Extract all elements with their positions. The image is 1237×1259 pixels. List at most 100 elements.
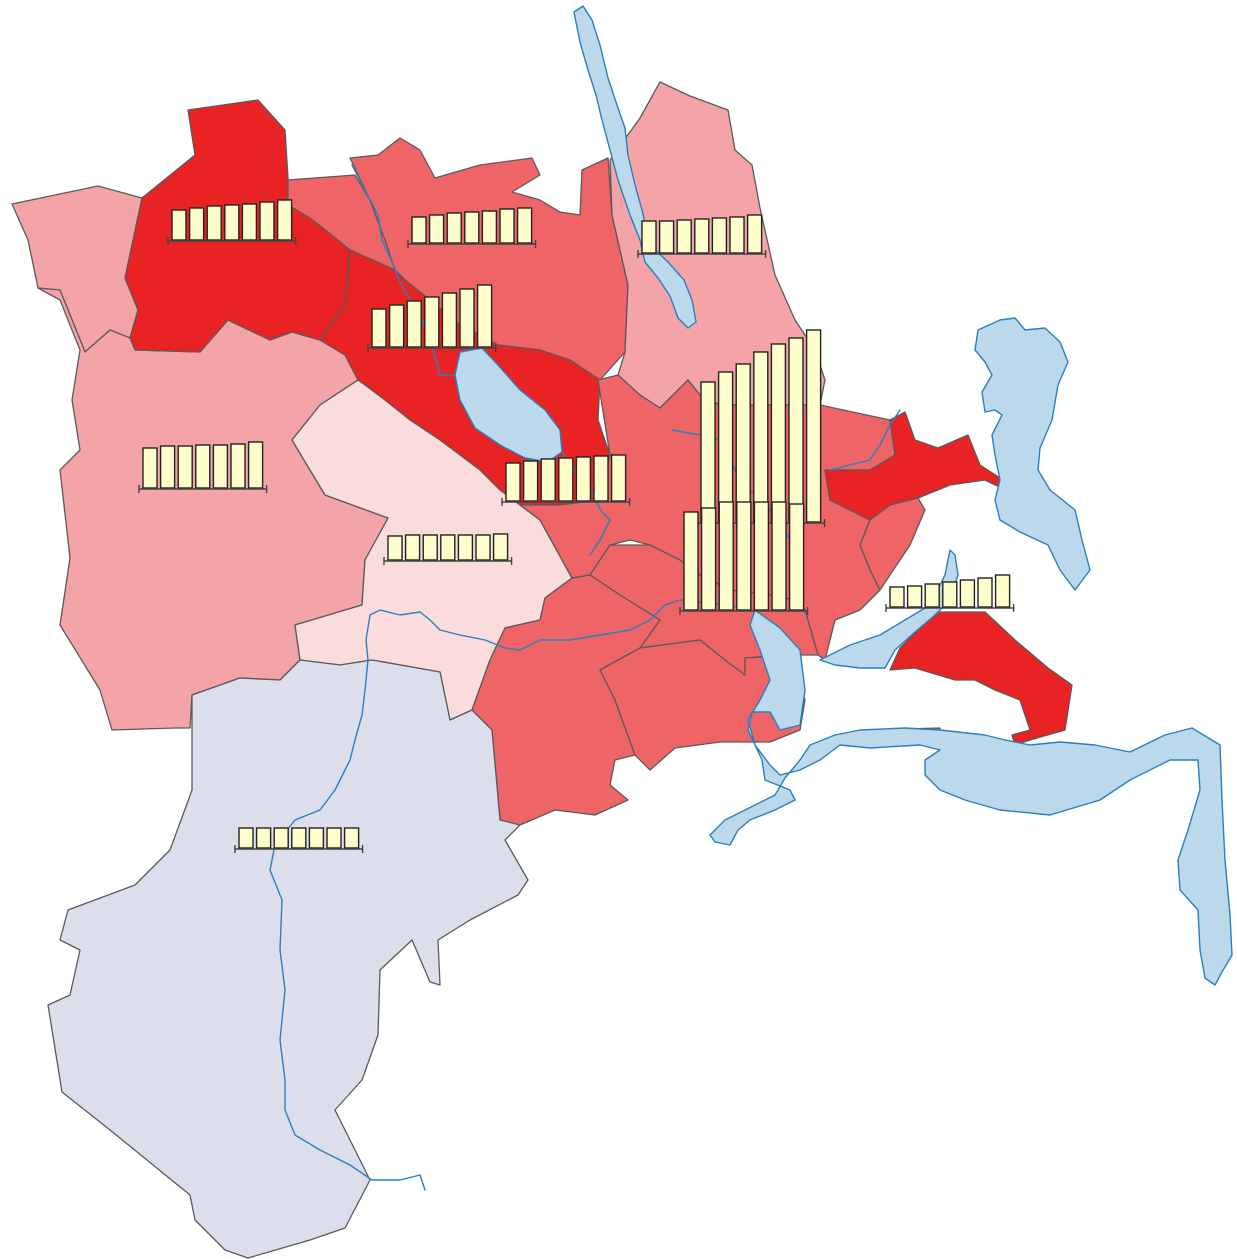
bar-west-large-2 <box>159 445 176 489</box>
bar-north-red-3 <box>206 205 222 241</box>
bar-chart-south-west-mountain <box>234 827 364 853</box>
bar-chart-axis-center-light <box>383 557 513 565</box>
bar-west-large-4 <box>195 444 211 489</box>
bar-west-large-6 <box>230 443 246 489</box>
regions-layer <box>11 81 1073 1259</box>
bar-north-east-6 <box>729 216 745 254</box>
bar-center-lake-red-7 <box>476 284 493 348</box>
bar-city-north-5 <box>770 343 787 523</box>
bar-city-south-1 <box>683 511 699 611</box>
bar-center-light-4 <box>440 534 456 561</box>
bar-east-lake-4 <box>942 581 958 608</box>
bar-north-red-7 <box>276 199 293 241</box>
bar-north-red-2 <box>188 207 205 241</box>
bar-center-lake-red-1 <box>371 308 387 348</box>
river-northeast <box>829 409 901 471</box>
bar-chart-north-red <box>167 199 297 245</box>
bar-south-west-mountain-5 <box>308 827 325 849</box>
bar-north-center-2 <box>428 214 445 244</box>
bar-center-light-1 <box>387 535 403 561</box>
bar-chart-axis-center-lake-south <box>501 498 631 506</box>
bar-north-red-4 <box>224 204 240 241</box>
bar-west-large-5 <box>212 444 229 489</box>
bar-north-east-3 <box>676 219 692 254</box>
water-layer <box>454 5 1233 986</box>
bar-city-south-6 <box>771 501 787 611</box>
bar-city-north-4 <box>753 351 769 523</box>
bar-east-lake-3 <box>924 583 940 608</box>
bar-north-red-1 <box>171 209 187 241</box>
bar-north-center-5 <box>481 210 498 244</box>
bar-chart-center-lake-south <box>501 454 631 506</box>
charts-layer <box>138 199 1015 853</box>
bar-city-south-7 <box>788 503 805 611</box>
bar-east-lake-6 <box>977 577 993 608</box>
bar-city-north-2 <box>717 371 734 523</box>
bar-north-east-4 <box>694 218 710 254</box>
lake-center <box>454 347 563 463</box>
bar-city-south-2 <box>700 507 717 611</box>
bar-north-red-6 <box>259 201 275 241</box>
bar-chart-axis-west-large <box>138 485 268 493</box>
bar-west-large-3 <box>177 445 193 489</box>
bar-south-west-mountain-6 <box>326 827 342 849</box>
bar-city-north-6 <box>788 337 804 523</box>
bar-center-lake-red-6 <box>459 288 475 348</box>
bar-center-lake-south-6 <box>593 455 609 502</box>
bar-chart-axis-south-west-mountain <box>234 845 364 853</box>
river-south-valley <box>269 599 746 1191</box>
bar-north-east-5 <box>711 217 728 254</box>
region-east-small[interactable] <box>859 497 926 591</box>
bar-center-light-6 <box>475 534 491 561</box>
region-south-west-mountain[interactable] <box>47 659 529 1259</box>
river-center-out <box>561 451 611 556</box>
bar-north-center-1 <box>411 216 427 244</box>
bar-city-north-3 <box>735 363 751 523</box>
bar-center-lake-red-2 <box>388 304 405 348</box>
bar-city-north-7 <box>805 329 822 523</box>
bar-center-lake-south-7 <box>610 454 627 502</box>
bar-city-south-4 <box>736 501 752 611</box>
bar-chart-axis-center-lake-red <box>367 344 497 352</box>
bar-south-west-mountain-7 <box>343 827 360 849</box>
bar-center-lake-south-5 <box>575 456 592 502</box>
bar-chart-west-large <box>138 441 268 493</box>
bar-west-large-1 <box>142 447 158 489</box>
bar-center-lake-south-2 <box>522 460 539 502</box>
bar-east-lake-7 <box>994 574 1011 608</box>
bar-north-east-1 <box>641 220 657 254</box>
region-south-lake[interactable] <box>599 639 806 771</box>
bar-north-center-3 <box>446 212 462 244</box>
lake-main-southeast <box>709 609 1233 986</box>
river-north <box>351 164 456 376</box>
bar-chart-north-center <box>407 207 537 248</box>
bar-chart-center-lake-red <box>367 284 497 352</box>
bar-center-lake-red-3 <box>406 300 422 348</box>
bar-north-red-5 <box>241 203 258 241</box>
bar-center-lake-south-1 <box>505 462 521 502</box>
bar-chart-axis-north-center <box>407 240 537 248</box>
bar-south-west-mountain-1 <box>238 827 254 849</box>
lake-north-narrow <box>573 5 697 329</box>
bar-south-west-mountain-3 <box>273 827 289 849</box>
bar-north-east-7 <box>746 214 763 254</box>
bar-center-lake-red-4 <box>424 296 440 348</box>
bar-north-east-2 <box>658 220 675 254</box>
bar-city-south-3 <box>718 501 734 611</box>
lake-inner-branch <box>819 549 959 669</box>
region-north-west[interactable] <box>11 185 143 353</box>
bar-center-light-2 <box>404 534 421 561</box>
bar-south-west-mountain-2 <box>255 827 272 849</box>
bar-city-north-1 <box>700 381 716 523</box>
bar-city-south-5 <box>753 501 770 611</box>
bar-north-center-6 <box>499 208 515 244</box>
bar-south-west-mountain-4 <box>291 827 307 849</box>
region-south-east-red[interactable] <box>889 611 1073 746</box>
bar-chart-axis-north-red <box>167 237 297 245</box>
bar-chart-city-south <box>679 501 809 615</box>
bar-east-lake-5 <box>959 579 976 608</box>
bar-north-center-7 <box>516 207 533 244</box>
bar-center-lake-south-3 <box>540 458 556 502</box>
bar-chart-axis-east-lake <box>885 604 1015 612</box>
